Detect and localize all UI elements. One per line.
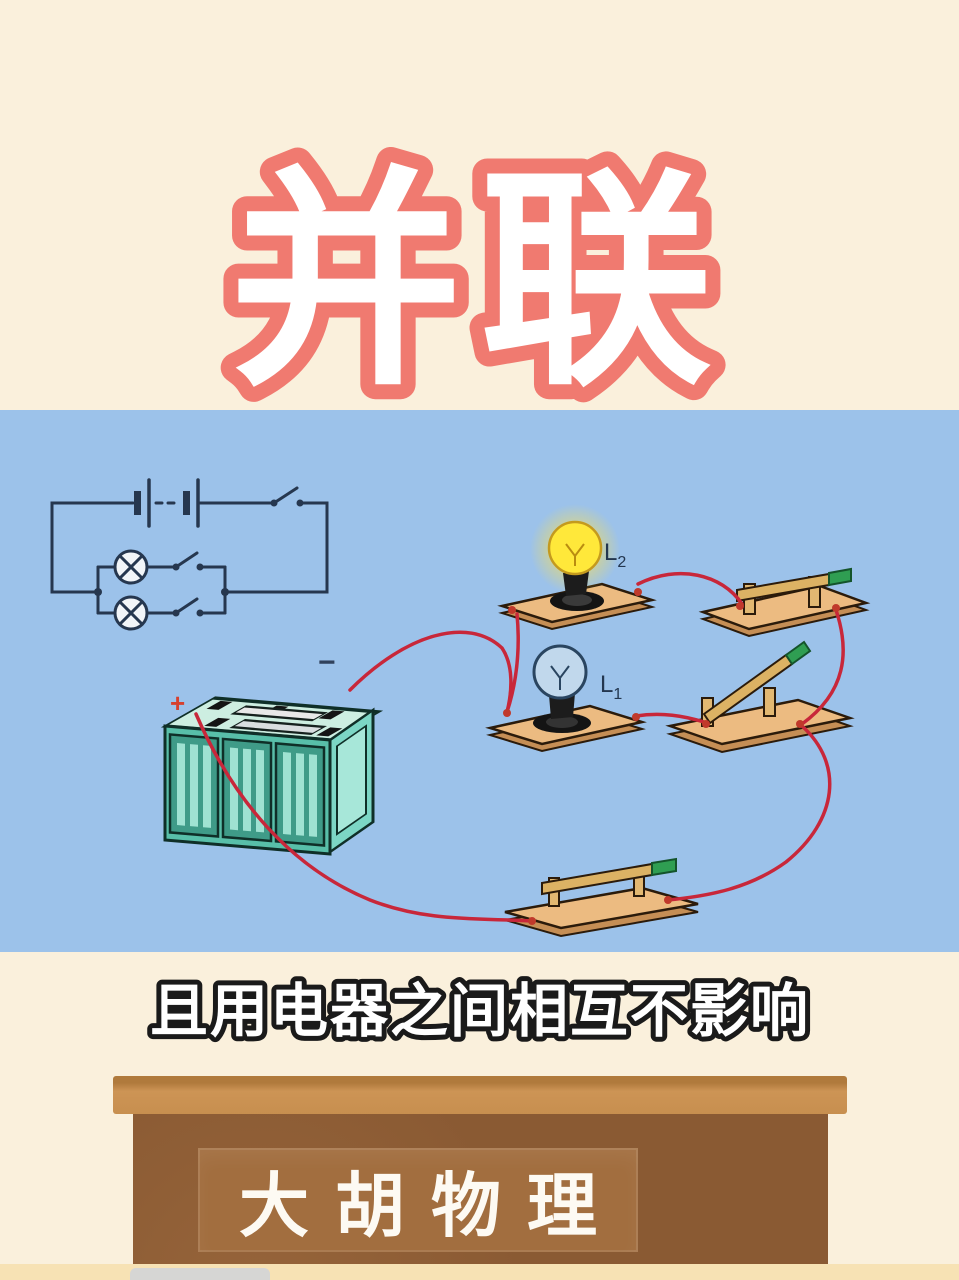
brand-text: 大胡物理: [239, 1163, 623, 1247]
switch-handle: [784, 640, 812, 666]
circuit-panel: + − L2 L1: [0, 410, 959, 952]
switch-middle-open: [665, 640, 855, 754]
wire-junction-to-l2: [505, 612, 520, 714]
caption-art: 且用电器之间相互不影响: [145, 974, 813, 1049]
switch-handle: [828, 567, 852, 587]
lamp-l2: [497, 504, 657, 631]
schematic-circuit-diagram: [50, 478, 329, 631]
desk-section: 大胡物理: [0, 1076, 959, 1280]
switch-handle: [651, 857, 677, 877]
wire-middle-switch-to-bottom-switch: [666, 724, 832, 902]
lamp-l1-label-sub: 1: [613, 686, 622, 703]
bulb-on: [547, 520, 603, 576]
circuit-wires: [194, 571, 845, 923]
gray-object: [130, 1268, 270, 1280]
lamp-l1-label-base: L: [600, 671, 613, 698]
lamp-l2-label-base: L: [604, 539, 617, 566]
wire-l1-to-middle-switch: [634, 712, 706, 724]
battery-symbol: [134, 478, 200, 528]
wire-l2-to-top-switch: [636, 571, 744, 606]
caption-section: 且用电器之间相互不影响: [0, 952, 959, 1076]
branch-2-lamp-and-switch: [96, 595, 227, 631]
switch-bottom-closed: [504, 857, 699, 938]
battery-cell-slats: [168, 733, 326, 847]
battery-illustration: [160, 696, 384, 856]
lamp-l1-label: L1: [600, 671, 622, 703]
main-switch-symbol: [270, 486, 304, 507]
wire-battery-minus-to-l1: [348, 630, 513, 714]
branch-1-lamp-and-switch: [96, 549, 227, 585]
title-section: 并联: [0, 0, 959, 410]
switch-top-closed: [698, 567, 871, 638]
lamp-l1: [485, 644, 647, 753]
desk-top-board: [113, 1076, 847, 1114]
title-art: 并联: [215, 138, 730, 410]
wire-battery-plus-to-bottom-switch: [194, 712, 534, 923]
bulb-off: [532, 644, 588, 700]
battery-minus-label: −: [318, 646, 336, 679]
terminal-dots: [503, 588, 840, 925]
desk-brand-panel: 大胡物理: [198, 1148, 638, 1252]
lamp-l2-label-sub: 2: [617, 554, 626, 571]
caption-text: 且用电器之间相互不影响: [150, 979, 810, 1044]
wire-top-switch-to-middle-switch: [800, 608, 845, 726]
lamp-l2-label: L2: [604, 539, 626, 571]
page-title: 并联: [230, 153, 730, 410]
battery-plus-label: +: [170, 688, 185, 718]
circuit-art: + − L2 L1: [50, 478, 871, 938]
